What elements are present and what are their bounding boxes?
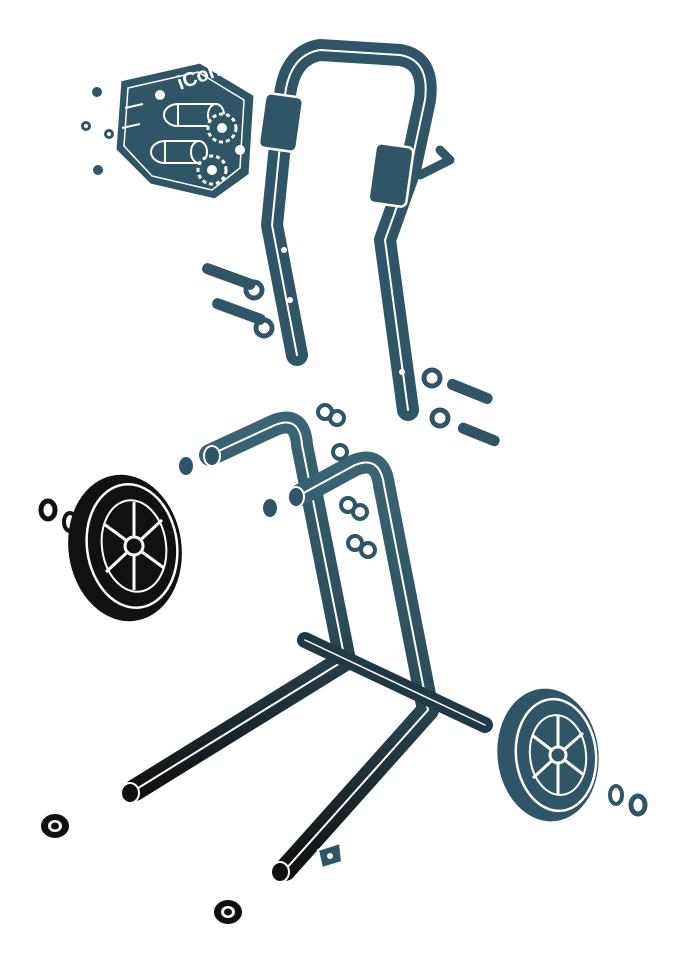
left-wheel-washers: [38, 498, 78, 533]
gear-icon: [206, 112, 238, 144]
handle-grip-right: [367, 142, 415, 208]
upper-handle-frame: [257, 39, 455, 421]
pump-head: iCon: [113, 59, 257, 202]
bolt-head-icon: [235, 145, 245, 155]
lower-cart-frame: [120, 411, 493, 883]
bolts-upper-right: [421, 367, 502, 449]
right-wheel: [494, 685, 602, 825]
washer: [243, 279, 265, 301]
bolts-upper-left: [200, 261, 275, 339]
pump-screws: [81, 85, 114, 177]
left-wheel: [65, 471, 185, 625]
washer: [253, 317, 275, 339]
handle-grip-left: [257, 92, 305, 153]
pump-piston-lower: [150, 140, 208, 164]
hook-bracket: [415, 145, 455, 180]
foot-cap-right: [212, 898, 244, 926]
right-wheel-washers: [608, 784, 648, 817]
bolt-head-icon: [155, 90, 165, 100]
washers-mid: [316, 403, 377, 559]
gear-icon: [196, 154, 228, 186]
foot-cap-left: [39, 812, 71, 840]
